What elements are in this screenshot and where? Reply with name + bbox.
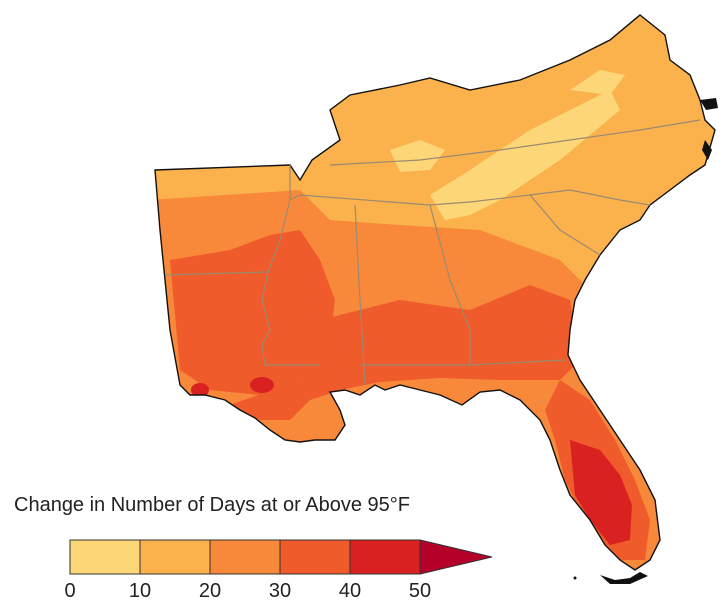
legend-tick: 50 xyxy=(408,580,432,602)
border-fl-north xyxy=(360,359,566,366)
zone-40-50-east-texas xyxy=(191,383,209,397)
zone-0-10-kentucky xyxy=(390,140,445,172)
zone-30-40-west xyxy=(170,230,335,395)
border-nc-sc xyxy=(569,189,651,206)
border-ga-sc xyxy=(529,194,601,256)
zone-40-50-louisiana xyxy=(250,377,274,393)
legend-tick: 20 xyxy=(198,580,222,602)
border-ms-al xyxy=(354,204,366,386)
border-tn-south xyxy=(289,189,571,206)
chesapeake-coast xyxy=(700,98,718,110)
zone-0-10-appalachia xyxy=(430,90,620,220)
legend-bin-30-40 xyxy=(279,539,351,575)
legend-bin-40-50 xyxy=(349,539,421,575)
legend-tick: 10 xyxy=(128,580,152,602)
border-la-ms xyxy=(261,271,320,366)
legend-tick: 0 xyxy=(64,580,76,602)
florida-keys xyxy=(600,572,648,584)
legend-tick: 30 xyxy=(268,580,292,602)
state-borders xyxy=(164,119,701,386)
border-al-ga xyxy=(429,204,471,365)
region-outline xyxy=(154,14,716,571)
zone-0-10-virginia xyxy=(570,70,625,95)
border-ky-tn-va-nc xyxy=(329,119,701,166)
key-dot xyxy=(573,576,577,580)
legend-bin-10-20 xyxy=(139,539,211,575)
zone-30-40-gulf xyxy=(230,285,580,420)
coastal-details xyxy=(573,98,718,584)
legend-bin-0-10 xyxy=(69,539,141,575)
legend-bins xyxy=(69,539,421,575)
border-ar-la xyxy=(164,271,269,276)
zone-40-50-south-florida xyxy=(570,440,632,545)
legend-tick: 40 xyxy=(338,580,362,602)
legend-overflow-arrow xyxy=(419,539,493,575)
color-legend xyxy=(69,539,493,575)
border-ar-ms-river xyxy=(267,165,291,273)
outer-banks xyxy=(702,140,712,160)
legend-bin-20-30 xyxy=(209,539,281,575)
legend-title: Change in Number of Days at or Above 95°… xyxy=(14,494,410,516)
